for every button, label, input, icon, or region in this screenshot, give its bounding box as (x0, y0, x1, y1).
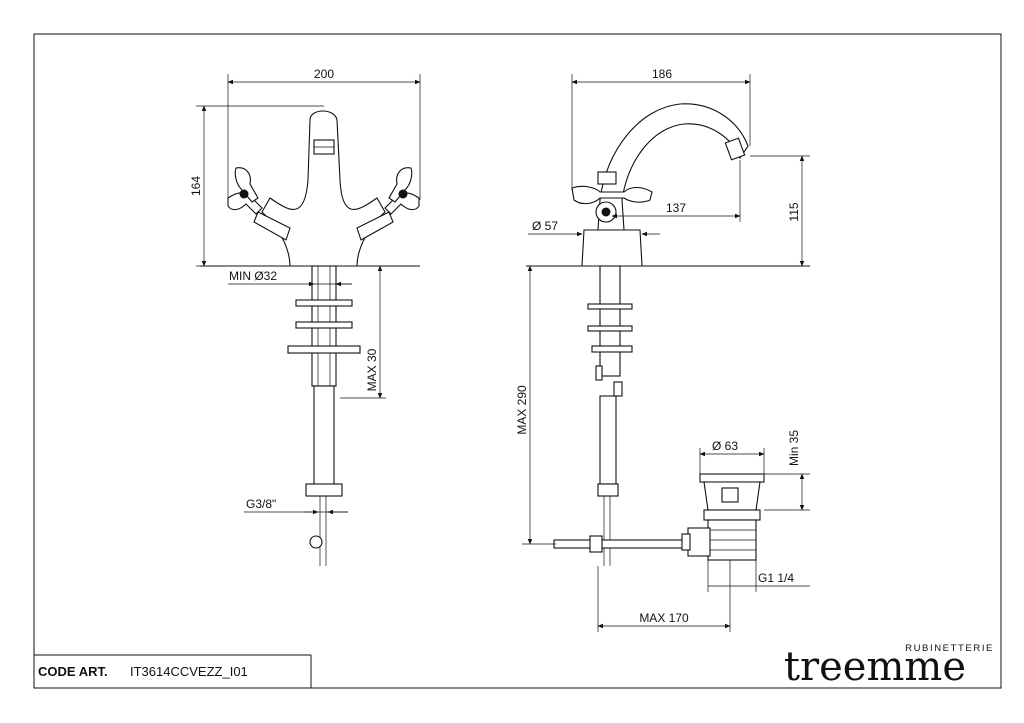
side-projection-dimension: 186 (652, 67, 672, 81)
side-reach-dimension: 137 (666, 201, 686, 215)
front-view: 200 164 MIN Ø32 MAX 30 G3/8" (189, 67, 421, 566)
side-faucet-base (581, 229, 643, 267)
code-art-value: IT3614CCVEZZ_I01 (130, 664, 248, 679)
code-art-label: CODE ART. (38, 664, 108, 679)
brand-logo: RUBINETTERIE treemme (784, 643, 994, 690)
rod-length-dimension: MAX 170 (639, 611, 689, 625)
side-depth-dimension: MAX 290 (515, 385, 529, 435)
front-hole-dimension: MIN Ø32 (229, 269, 277, 283)
waste-diameter-dimension: Ø 63 (712, 439, 738, 453)
waste-height-dimension: Min 35 (787, 430, 801, 466)
front-thread-dimension: G3/8" (246, 497, 276, 511)
front-left-handle (227, 167, 291, 241)
sheet-border (33, 33, 1002, 689)
brand-name: treemme (784, 644, 966, 690)
front-thickness-dimension: MAX 30 (365, 348, 379, 391)
front-faucet-body (261, 110, 386, 267)
waste-thread-dimension: G1 1/4 (758, 571, 794, 585)
title-block: CODE ART. IT3614CCVEZZ_I01 (34, 654, 312, 688)
side-height-dimension: 115 (787, 202, 801, 221)
side-faucet-spout (597, 103, 749, 231)
side-base-diameter-dimension: Ø 57 (532, 219, 558, 233)
front-width-dimension: 200 (314, 67, 334, 81)
side-handle (571, 171, 653, 223)
front-height-dimension: 164 (189, 176, 203, 196)
brand-subtitle: RUBINETTERIE (905, 643, 994, 654)
waste-assembly (681, 473, 765, 561)
front-right-handle (356, 167, 420, 241)
side-view: 186 115 137 Ø 57 MAX 290 Ø 63 Min 35 G1 (515, 67, 810, 632)
